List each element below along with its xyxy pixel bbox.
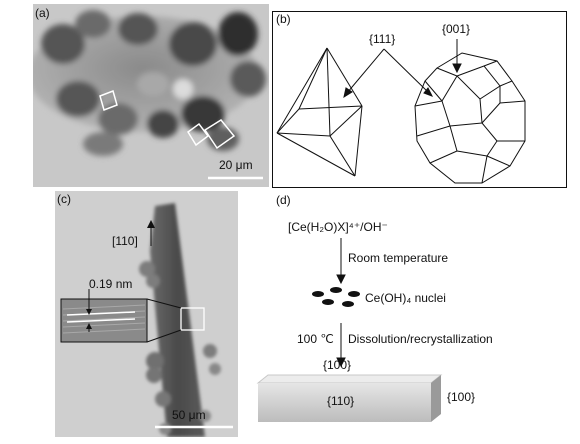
face-front-label: {110} xyxy=(327,394,355,408)
face-side-label: {100} xyxy=(447,390,476,404)
panel-b-label: (b) xyxy=(276,12,291,26)
temperature-label: 100 ℃ xyxy=(297,332,334,346)
particle-outline-3 xyxy=(203,119,236,150)
step1-label: Room temperature xyxy=(348,251,449,265)
panel-a-label: (a) xyxy=(35,6,50,20)
face-top-label: {100} xyxy=(323,358,352,372)
scale-label-a: 20 μm xyxy=(219,158,253,172)
panel-d-label: (d) xyxy=(276,193,291,207)
step2-label: Dissolution/recrystallization xyxy=(348,332,493,346)
panel-a: (a) 20 μm xyxy=(28,4,269,187)
particle-outline-1 xyxy=(99,90,118,111)
truncated-octahedron xyxy=(414,52,526,184)
prism-front-face xyxy=(258,383,431,422)
arrow-111-left xyxy=(346,48,385,94)
panel-b: (b) {111} {001} xyxy=(272,11,567,188)
particle-outline-2 xyxy=(186,122,210,147)
prism-top-face xyxy=(256,374,443,384)
arrow-111-right xyxy=(383,48,430,94)
zoom-box xyxy=(180,307,205,331)
nuclei-dots xyxy=(312,287,360,307)
facet-001-label: {001} xyxy=(442,22,471,36)
panel-c: (c) [110] 0.19 nm 50 μm xyxy=(55,191,238,437)
octahedron xyxy=(276,47,363,177)
precursor-label: [Ce(H₂O)X]⁴⁺/OH⁻ xyxy=(288,220,388,234)
panel-c-label: (c) xyxy=(57,192,71,206)
panel-d: (d) [Ce(H₂O)X]⁴⁺/OH⁻ Room temperature Ce… xyxy=(248,193,578,439)
spacing-label: 0.19 nm xyxy=(89,277,133,291)
crystal-schematic xyxy=(272,11,567,188)
facet-111-label: {111} xyxy=(369,32,396,46)
tem-image-a xyxy=(28,4,269,187)
direction-label: [110] xyxy=(112,234,138,248)
scale-label-c: 50 μm xyxy=(172,408,206,422)
tem-image-c xyxy=(55,191,238,437)
scheme-graphic xyxy=(256,238,443,422)
nuclei-label: Ce(OH)₄ nuclei xyxy=(365,291,446,305)
prism-side-face xyxy=(431,375,441,422)
